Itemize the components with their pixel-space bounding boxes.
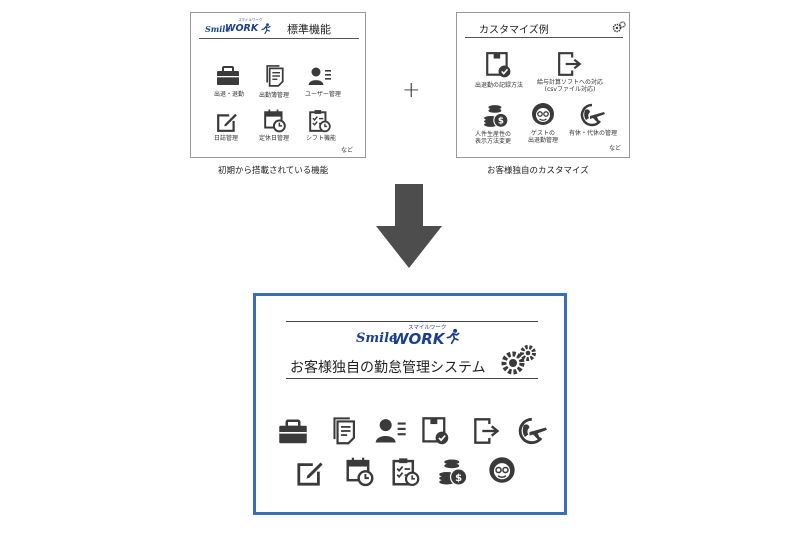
custom-label-sub: 出退勤管理 <box>527 137 558 144</box>
box-check-icon <box>486 52 511 78</box>
feature-label: 日誌管理 <box>213 135 238 142</box>
runner-icon <box>446 328 460 345</box>
box-check-icon <box>422 417 449 445</box>
bottom-rule <box>286 378 538 379</box>
svg-text:$: $ <box>498 117 504 127</box>
runner-icon <box>261 23 271 34</box>
briefcase-icon <box>279 419 307 444</box>
header-rule <box>199 38 359 39</box>
panel-title: 標準機能 <box>287 23 331 36</box>
custom-label: 給与計算ソフトへの対応 <box>537 79 604 86</box>
custom-label: ゲストの <box>530 130 555 137</box>
left-caption: 初期から搭載されている機能 <box>218 166 329 176</box>
etc-label: など <box>340 147 353 154</box>
feature-label: ユーザー管理 <box>305 91 341 98</box>
briefcase-icon <box>217 66 239 85</box>
feature-label: 出勤簿管理 <box>258 92 289 99</box>
smilework-logo: Smile WORK スマイルワーク <box>205 18 271 37</box>
feature-label: 定休日管理 <box>258 135 289 142</box>
result-frame: Smile WORK スマイルワーク お客様独自の勤怠管理システム <box>253 293 567 515</box>
exit-icon <box>474 418 500 444</box>
svg-text:$: $ <box>455 473 462 484</box>
documents-icon <box>333 417 355 445</box>
guest-face-icon <box>532 103 554 125</box>
calendar-clock-icon <box>346 457 374 487</box>
feature-label: 出退・退勤 <box>213 91 244 98</box>
custom-label-sub: (csvファイル対応) <box>544 86 596 93</box>
coins-icon: $ <box>484 105 509 128</box>
gears-icon <box>501 345 536 375</box>
plus-sign: + <box>402 78 421 103</box>
calendar-clock-icon <box>264 109 286 133</box>
checklist-icon <box>309 110 331 133</box>
edit-icon <box>217 113 237 132</box>
user-list-icon <box>308 67 331 85</box>
top-rule <box>286 321 538 322</box>
checklist-icon <box>392 458 420 487</box>
exit-icon <box>558 52 582 76</box>
custom-label: 人件生産性の <box>474 131 511 138</box>
right-caption: お客様独自のカスタマイズ <box>487 166 589 176</box>
standard-features-panel: Smile WORK スマイルワーク 標準機能 出退・退勤 出勤簿管理 ユーザー… <box>190 12 366 158</box>
documents-icon <box>266 65 284 87</box>
custom-label: 有休・代休の管理 <box>568 130 617 137</box>
feature-label: シフト機能 <box>305 135 336 142</box>
etc-label: など <box>608 145 621 152</box>
customization-panel: カスタマイズ例 出退勤の記録方法 給与計算ソフトへの対応 (csvファイル対応)… <box>456 12 630 158</box>
panel-title: カスタマイズ例 <box>479 25 549 36</box>
result-title: お客様独自の勤怠管理システム <box>290 360 486 376</box>
custom-label-sub: 表示方法変更 <box>474 138 511 145</box>
coins-icon: $ <box>439 459 468 486</box>
edit-icon <box>297 462 323 486</box>
down-arrow-icon <box>376 184 442 268</box>
guest-face-icon <box>489 457 515 483</box>
smilework-logo: Smile WORK スマイルワーク <box>356 325 466 351</box>
plane-globe-icon <box>518 417 547 445</box>
header-rule <box>465 37 623 38</box>
gears-icon <box>612 21 626 33</box>
plane-globe-icon <box>580 103 605 127</box>
user-list-icon <box>375 419 406 443</box>
custom-label: 出退勤の記録方法 <box>474 82 523 89</box>
